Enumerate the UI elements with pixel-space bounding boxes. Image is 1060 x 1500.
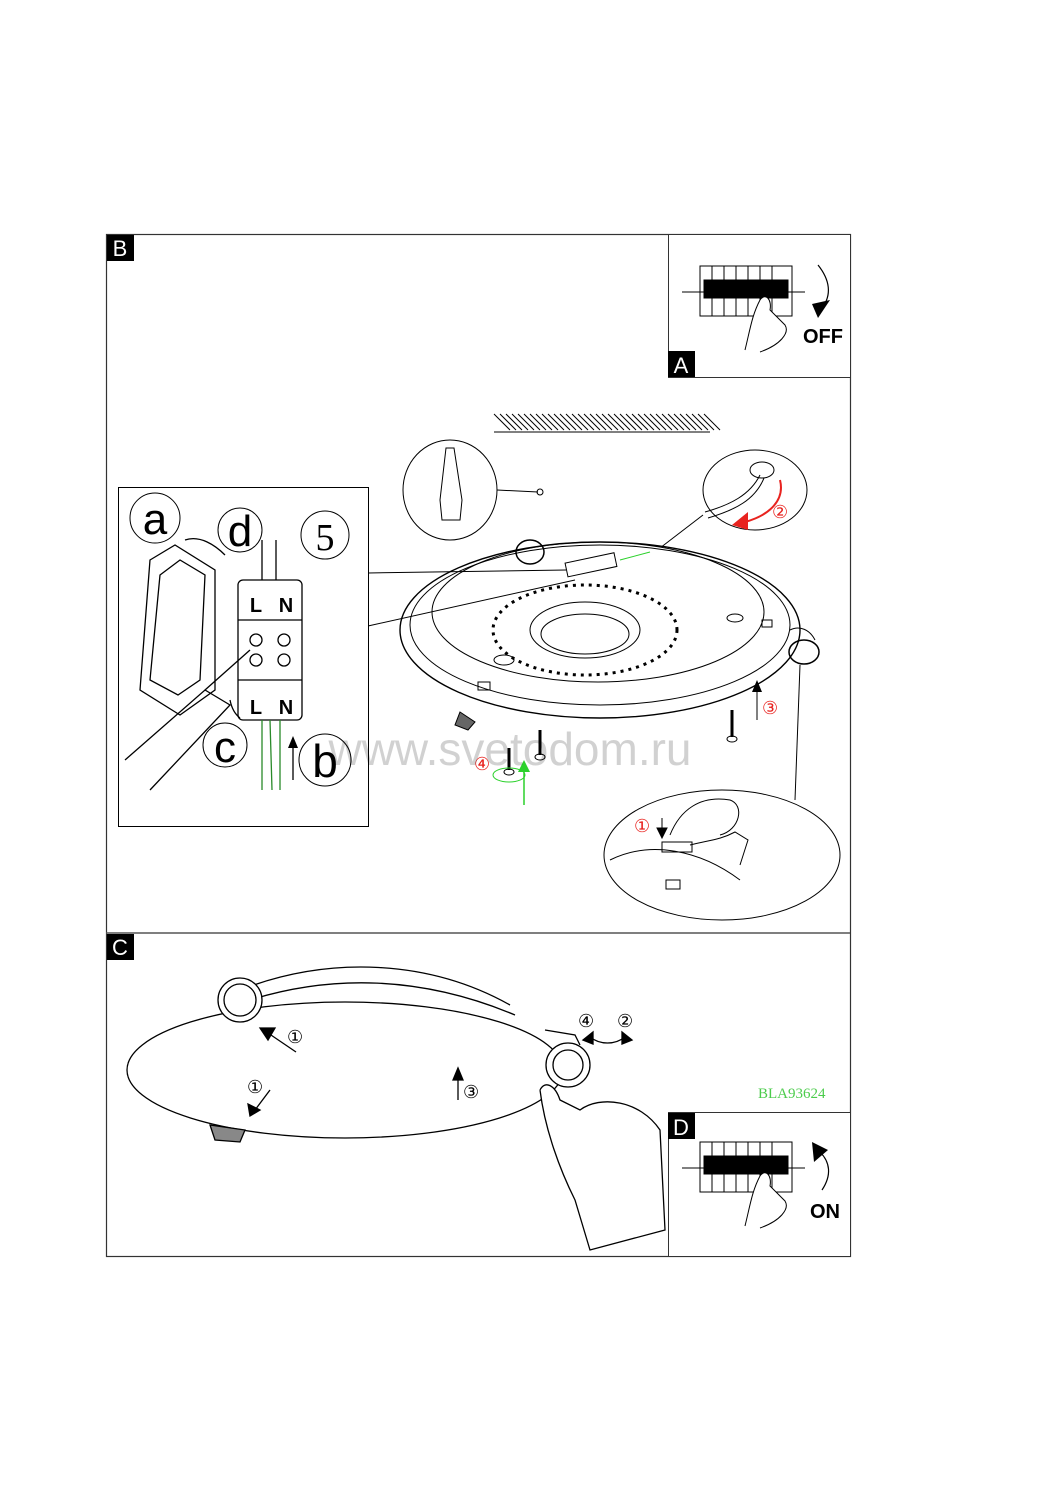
hatch-stroke — [565, 413, 583, 431]
step-c-label: c — [214, 723, 236, 772]
hatch-stroke — [661, 413, 679, 431]
leader-line — [367, 579, 576, 627]
panel-a-switch-off: A OFF — [668, 234, 851, 378]
clip-knob-icon — [454, 711, 476, 731]
leader-line — [367, 569, 567, 574]
off-text: OFF — [803, 326, 843, 348]
ceiling-light-base — [399, 539, 820, 731]
hatch-stroke — [673, 413, 691, 431]
hatch-stroke — [625, 413, 643, 431]
step-number: 5 — [316, 517, 335, 559]
hatch-stroke — [679, 413, 697, 431]
hatch-stroke — [535, 413, 553, 431]
hatch-stroke — [607, 413, 625, 431]
wall-plug-detail — [402, 439, 544, 541]
hatch-stroke — [559, 413, 577, 431]
hatch-stroke — [637, 413, 655, 431]
wall-plug-icon — [439, 447, 463, 521]
panel-d-badge — [668, 1113, 695, 1139]
hatch-stroke — [703, 413, 721, 431]
hatch-stroke — [601, 413, 619, 431]
hatch-stroke — [649, 413, 667, 431]
screws — [492, 680, 762, 805]
clip-knob-icon — [515, 539, 545, 565]
step-1-label: ① — [634, 816, 650, 836]
step-c3-label: ③ — [463, 1082, 479, 1102]
hatch-stroke — [619, 413, 637, 431]
hatch-stroke — [571, 413, 589, 431]
product-code: BLA93624 — [758, 1086, 826, 1102]
panel-b-label: B — [113, 236, 128, 261]
step-c1b-label: ① — [247, 1077, 263, 1097]
neutral-terminal-label-bottom: N — [279, 697, 293, 719]
panel-d-label: D — [673, 1115, 689, 1140]
hatch-stroke — [691, 413, 709, 431]
panel-a-label: A — [674, 353, 689, 378]
hatch-stroke — [685, 413, 703, 431]
red-arrow-icon — [732, 512, 748, 530]
live-terminal-label-bottom: L — [250, 697, 262, 719]
hatch-stroke — [541, 413, 559, 431]
hatch-stroke — [493, 413, 511, 431]
clip-detail — [603, 789, 841, 921]
circuit-breaker-icon — [682, 1141, 805, 1229]
hatch-stroke — [529, 413, 547, 431]
wiring-inset: a d 5 c b L N L N — [118, 487, 369, 827]
clip-knob-icon — [788, 639, 820, 665]
hatch-stroke — [589, 413, 607, 431]
hatch-stroke — [511, 413, 529, 431]
step-c4-label: ④ — [578, 1011, 594, 1031]
panel-a-badge — [668, 351, 695, 377]
leader-line — [794, 664, 801, 801]
live-terminal-label: L — [250, 595, 262, 617]
circuit-breaker-icon — [682, 265, 805, 353]
step-c1-label: ① — [287, 1027, 303, 1047]
panel-d-switch-on: D ON — [668, 1112, 851, 1257]
hatch-stroke — [547, 413, 565, 431]
hatch-stroke — [655, 413, 673, 431]
step-3-label: ③ — [762, 698, 778, 718]
on-text: ON — [810, 1201, 840, 1223]
hatch-stroke — [553, 413, 571, 431]
hatch-stroke — [583, 413, 601, 431]
hatch-stroke — [595, 413, 613, 431]
watermark: www.svetodom.ru — [327, 723, 691, 775]
hand-icon — [539, 1084, 666, 1251]
step-c2-label: ② — [617, 1011, 633, 1031]
screwdriver-icon — [124, 689, 232, 791]
step-b-label: b — [312, 735, 338, 787]
lamp-cover — [126, 966, 666, 1251]
step-d-label: d — [228, 507, 252, 556]
cable-detail — [659, 449, 808, 549]
hatch-stroke — [523, 413, 541, 431]
hatch-stroke — [643, 413, 661, 431]
hatch-stroke — [667, 413, 685, 431]
hatch-stroke — [697, 413, 715, 431]
panel-c-badge — [107, 934, 134, 960]
neutral-terminal-label: N — [279, 595, 293, 617]
hatch-stroke — [631, 413, 649, 431]
ceiling-hatch — [493, 413, 721, 433]
hatch-stroke — [505, 413, 523, 431]
hatch-stroke — [577, 413, 595, 431]
hatch-stroke — [517, 413, 535, 431]
panel-c-label: C — [112, 935, 128, 960]
hatch-stroke — [499, 413, 517, 431]
panel-b-badge — [107, 235, 134, 261]
hatch-stroke — [613, 413, 631, 431]
step-a-label: a — [143, 495, 168, 544]
step-4-label: ④ — [474, 754, 490, 774]
step-2-label: ② — [772, 502, 788, 522]
outer-frame — [105, 233, 852, 1258]
